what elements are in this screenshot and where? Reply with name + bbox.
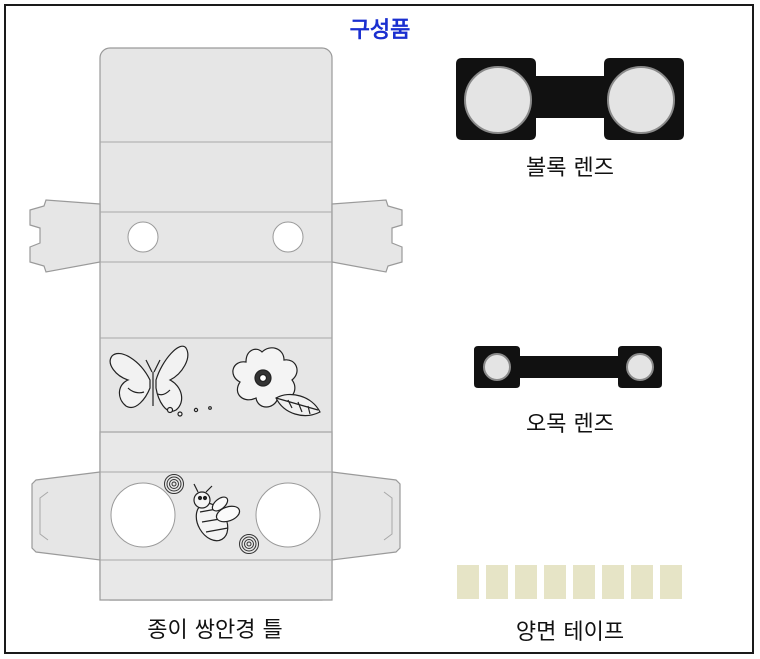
tape-piece [486, 565, 508, 599]
tape-piece [602, 565, 624, 599]
concave-lens [474, 346, 662, 388]
frame-small-hole-right [272, 221, 304, 253]
frame-large-hole-right [255, 482, 321, 548]
double-sided-tape [457, 565, 682, 599]
frame-right-flap-top [331, 199, 403, 273]
butterfly-icon [109, 345, 212, 417]
concave-lens-glass-left [483, 353, 511, 381]
concave-lens-glass-right [626, 353, 654, 381]
concave-lens-label: 오목 렌즈 [526, 412, 614, 437]
spiral-icon [164, 474, 184, 494]
tape-label: 양면 테이프 [515, 620, 625, 645]
convex-lens [456, 58, 684, 140]
tape-piece [660, 565, 682, 599]
frame-large-hole-left [110, 482, 176, 548]
frame-small-hole-left [127, 221, 159, 253]
tape-piece [631, 565, 653, 599]
spiral-icon [239, 534, 259, 554]
convex-lens-label: 볼록 렌즈 [526, 156, 614, 181]
frame-left-flap-bottom [31, 471, 101, 561]
diagram-title: 구성품 [349, 18, 411, 43]
paper-frame-label: 종이 쌍안경 틀 [147, 618, 283, 643]
fold-lines [39, 141, 393, 561]
frame-right-flap-bottom [331, 471, 401, 561]
leaf-icon [275, 393, 321, 417]
bee-icon [193, 483, 241, 542]
tape-piece [457, 565, 479, 599]
tape-piece [573, 565, 595, 599]
convex-lens-glass-left [464, 66, 532, 134]
flower-icon [232, 347, 298, 408]
tape-piece [515, 565, 537, 599]
convex-lens-glass-right [607, 66, 675, 134]
frame-left-flap-top [29, 199, 101, 273]
tape-piece [544, 565, 566, 599]
